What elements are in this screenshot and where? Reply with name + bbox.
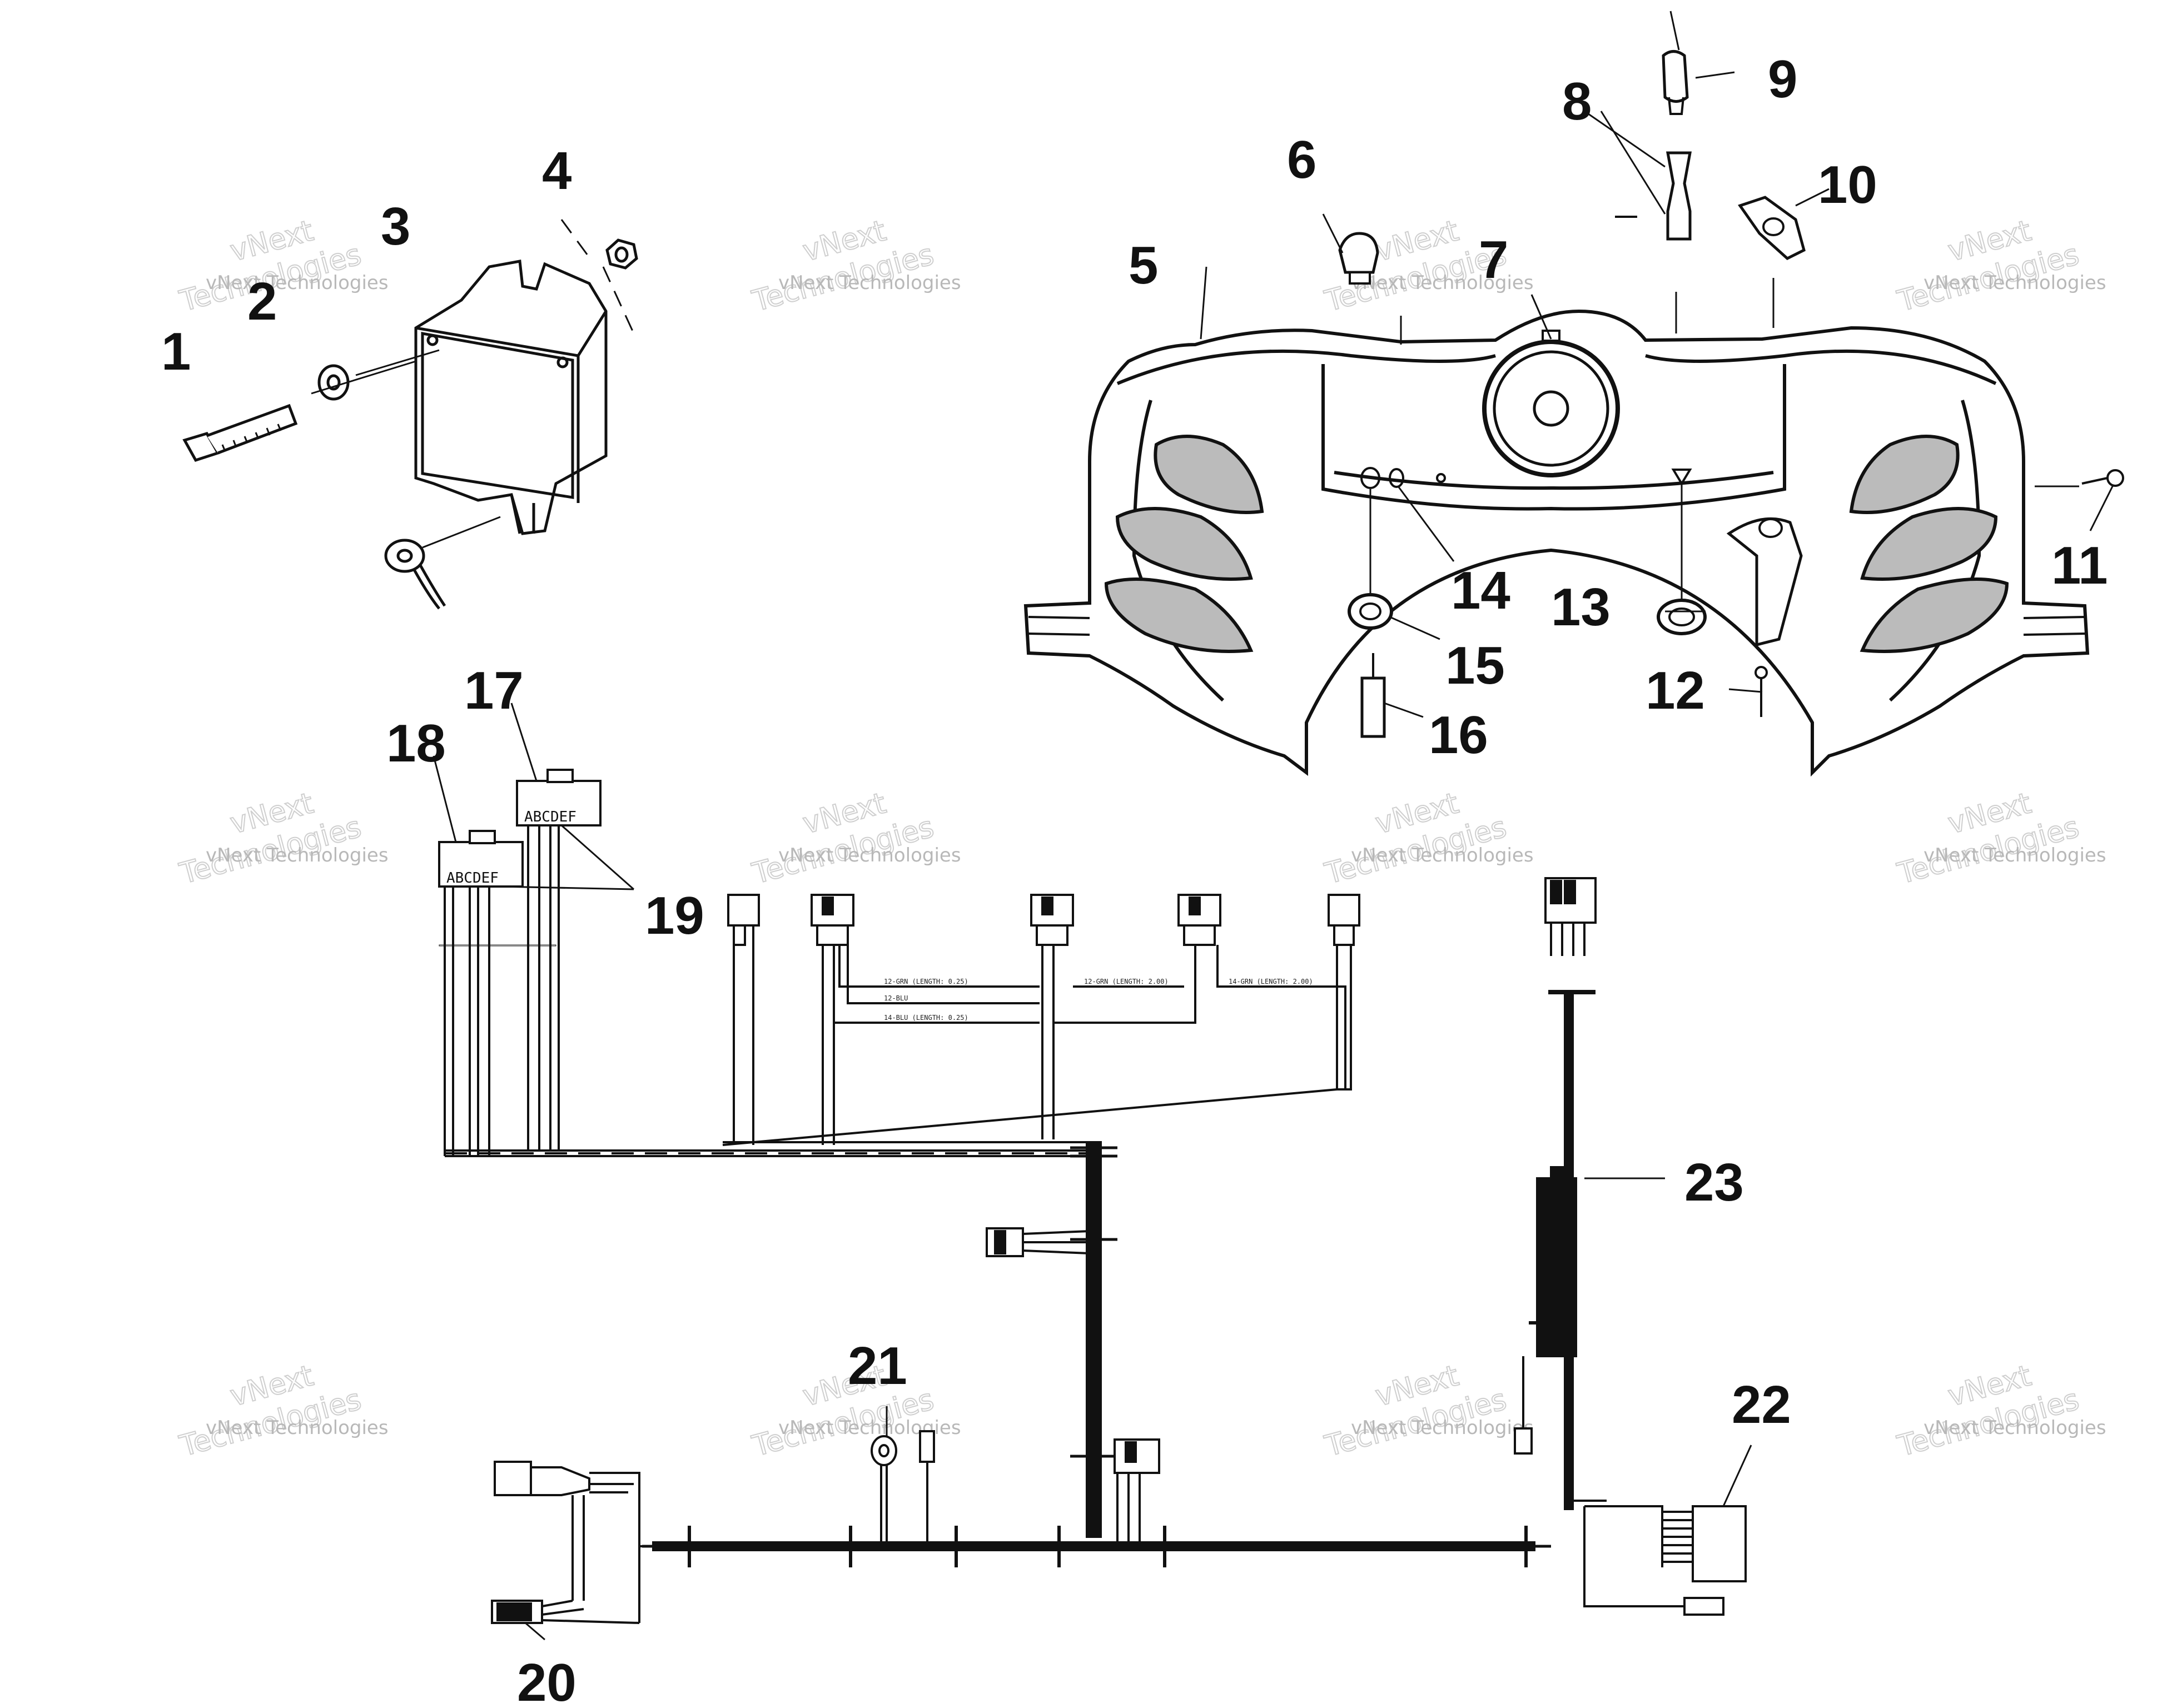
callout-11: 11 xyxy=(2051,536,2108,595)
callout-1: 1 xyxy=(161,322,191,381)
callout-5: 5 xyxy=(1129,236,1158,295)
watermark: Technologies vNext vNext Technologies xyxy=(176,786,389,892)
regulator-part-3 xyxy=(414,260,608,535)
screw-part-12 xyxy=(1755,666,1768,717)
watermark: Technologies vNext vNext Technologies xyxy=(748,786,961,892)
dash-panel-assembly xyxy=(1023,11,2124,777)
callout-22: 22 xyxy=(1732,1375,1791,1435)
top-connector xyxy=(727,894,760,1145)
left-vents xyxy=(1104,435,1264,653)
ring-terminal xyxy=(384,539,446,610)
bulb-part-8 xyxy=(1615,151,1692,241)
connector-part-18: ABCDEF xyxy=(438,830,524,888)
nut-part-4 xyxy=(605,238,638,270)
watermark: Technologies vNext vNext Technologies xyxy=(176,213,389,319)
svg-text:vNext Technologies: vNext Technologies xyxy=(1351,844,1534,867)
watermark: Technologies vNext vNext Technologies xyxy=(1321,1358,1534,1464)
dash-panel-part-5 xyxy=(1023,309,2090,777)
bulb-part-16 xyxy=(1360,653,1386,738)
bolt-part-1 xyxy=(182,404,298,462)
connector-part-22 xyxy=(1583,1505,1747,1616)
svg-text:vNext Technologies: vNext Technologies xyxy=(206,272,389,294)
harness-part-23 xyxy=(1514,877,1607,1510)
callout-4: 4 xyxy=(542,141,571,201)
watermark: Technologies vNext vNext Technologies xyxy=(176,1358,389,1464)
watermark: Technologies vNext vNext Technologies xyxy=(1321,786,1534,892)
svg-text:vNext Technologies: vNext Technologies xyxy=(778,272,961,294)
callout-21: 21 xyxy=(848,1336,907,1396)
svg-text:vNext Technologies: vNext Technologies xyxy=(1924,844,2106,867)
callout-20: 20 xyxy=(517,1653,576,1708)
callout-2: 2 xyxy=(247,272,277,331)
svg-text:14-GRN (LENGTH: 2.00): 14-GRN (LENGTH: 2.00) xyxy=(1229,978,1313,985)
callout-15: 15 xyxy=(1445,636,1505,695)
svg-text:vNext Technologies: vNext Technologies xyxy=(206,1417,389,1439)
regulator-assembly xyxy=(182,219,638,610)
callout-17: 17 xyxy=(464,661,524,720)
svg-text:vNext Technologies: vNext Technologies xyxy=(1351,272,1534,294)
callout-9: 9 xyxy=(1768,49,1797,109)
svg-text:12-GRN (LENGTH: 2.00): 12-GRN (LENGTH: 2.00) xyxy=(1084,978,1169,985)
svg-text:vNext Technologies: vNext Technologies xyxy=(206,844,389,867)
svg-text:12-BLU: 12-BLU xyxy=(884,994,908,1002)
top-connector xyxy=(1030,894,1074,1139)
gauge-part-7 xyxy=(1482,330,1620,477)
top-connector xyxy=(1177,894,1221,946)
screw-part-11 xyxy=(2081,469,2124,487)
svg-text:12-GRN (LENGTH: 0.25): 12-GRN (LENGTH: 0.25) xyxy=(884,978,968,985)
svg-text:ABCDEF: ABCDEF xyxy=(446,870,499,887)
knob-part-6 xyxy=(1338,232,1379,285)
washer-part-2 xyxy=(317,364,350,401)
svg-text:ABCDEF: ABCDEF xyxy=(524,809,576,825)
callout-6: 6 xyxy=(1287,130,1316,190)
connector-part-17: ABCDEF xyxy=(516,769,602,826)
svg-text:vNext Technologies: vNext Technologies xyxy=(1924,1417,2106,1439)
svg-text:vNext Technologies: vNext Technologies xyxy=(1351,1417,1534,1439)
callout-18: 18 xyxy=(386,714,446,773)
callout-23: 23 xyxy=(1684,1153,1744,1212)
callout-16: 16 xyxy=(1429,705,1488,765)
watermark: Technologies vNext vNext Technologies xyxy=(1893,213,2106,319)
callout-3: 3 xyxy=(381,197,410,256)
grommet-part-15 xyxy=(1348,593,1393,630)
svg-text:vNext Technologies: vNext Technologies xyxy=(778,844,961,867)
grommet-part-13 xyxy=(1657,599,1707,635)
callout-labels: 1 2 3 4 5 6 7 8 9 10 11 12 13 14 15 16 1… xyxy=(161,49,2108,1708)
lower-connector xyxy=(1114,1438,1160,1545)
watermark: Technologies vNext vNext Technologies xyxy=(1893,1358,2106,1464)
svg-text:14-BLU (LENGTH: 0.25): 14-BLU (LENGTH: 0.25) xyxy=(884,1014,968,1022)
callout-10: 10 xyxy=(1818,155,1877,215)
top-connector xyxy=(1328,894,1360,1090)
callout-14: 14 xyxy=(1451,561,1510,620)
right-vents xyxy=(1849,435,2009,653)
watermark: Technologies vNext vNext Technologies xyxy=(748,213,961,319)
wiring-harness: ABCDEF ABCDEF xyxy=(433,703,1752,1641)
connector-part-20 xyxy=(491,1461,642,1624)
callout-8: 8 xyxy=(1562,72,1592,131)
ring-terminal-part-21 xyxy=(871,1430,935,1545)
svg-text:vNext Technologies: vNext Technologies xyxy=(1924,272,2106,294)
side-connector xyxy=(986,1227,1090,1257)
clip-part-10 xyxy=(1738,196,1806,260)
top-connector xyxy=(811,894,854,1145)
callout-19: 19 xyxy=(645,886,704,945)
callout-12: 12 xyxy=(1646,661,1705,720)
wire-part-9 xyxy=(1662,11,1689,115)
callout-7: 7 xyxy=(1479,230,1508,290)
callout-13: 13 xyxy=(1551,577,1611,637)
watermark: Technologies vNext vNext Technologies xyxy=(1893,786,2106,892)
